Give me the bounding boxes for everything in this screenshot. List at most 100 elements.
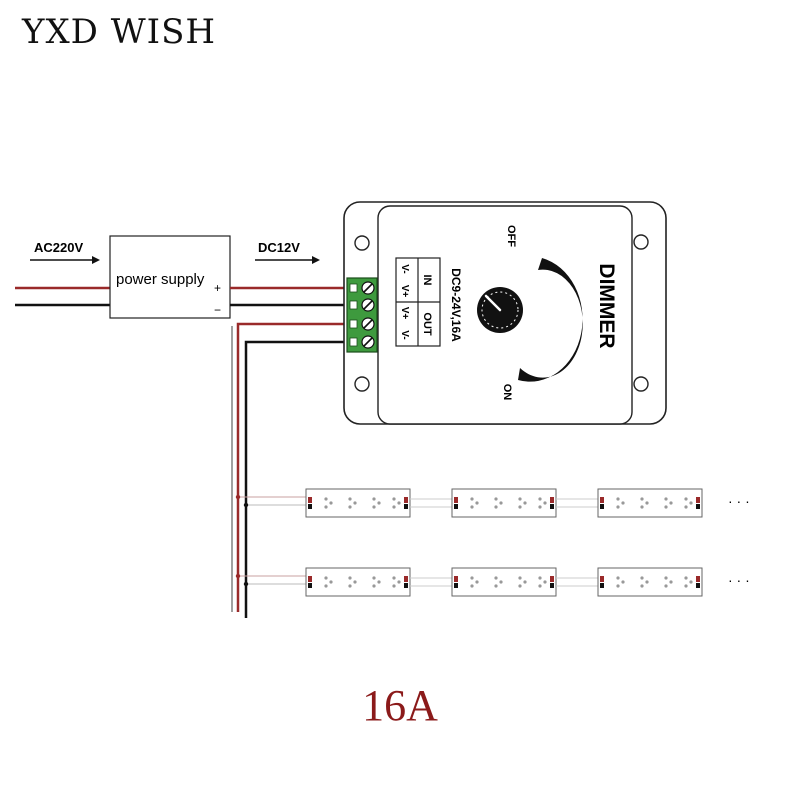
- current-rating-caption: 16A: [362, 681, 438, 730]
- led-dot-icon: [616, 584, 620, 588]
- terminal-screw-icon[interactable]: [361, 298, 375, 312]
- pin-label: V-: [399, 264, 410, 273]
- terminal-screw-icon[interactable]: [361, 317, 375, 331]
- led-dot-icon: [348, 576, 352, 580]
- out-label: OUT: [421, 312, 433, 336]
- led-dot-icon: [499, 501, 503, 505]
- led-dot-icon: [348, 505, 352, 509]
- led-dot-icon: [616, 505, 620, 509]
- led-dot-icon: [640, 576, 644, 580]
- led-dot-icon: [664, 505, 668, 509]
- terminal-screw-icon[interactable]: [361, 281, 375, 295]
- led-dot-icon: [348, 497, 352, 501]
- led-dot-icon: [640, 584, 644, 588]
- led-dot-icon: [684, 497, 688, 501]
- led-strip-module: [597, 567, 703, 597]
- led-dot-icon: [494, 576, 498, 580]
- brand-watermark: YXD WISH: [22, 12, 217, 52]
- led-dot-icon: [523, 580, 527, 584]
- rating-label: DC9-24V,16A: [449, 268, 463, 342]
- led-dot-icon: [392, 584, 396, 588]
- led-strip-module: [305, 567, 411, 597]
- led-dot-icon: [538, 497, 542, 501]
- terminal-slot-icon: [349, 319, 358, 329]
- led-dot-icon: [329, 501, 333, 505]
- led-dot-icon: [353, 501, 357, 505]
- led-dot-icon: [669, 580, 673, 584]
- led-strip-module: [451, 488, 557, 518]
- led-dot-icon: [538, 576, 542, 580]
- led-dot-icon: [616, 576, 620, 580]
- led-strip-row: [235, 567, 703, 597]
- led-dot-icon: [669, 501, 673, 505]
- led-dot-icon: [640, 497, 644, 501]
- power-supply-minus: −: [214, 303, 221, 317]
- led-dot-icon: [372, 584, 376, 588]
- led-dot-icon: [684, 584, 688, 588]
- led-dot-icon: [475, 580, 479, 584]
- led-dot-icon: [470, 584, 474, 588]
- led-dot-icon: [684, 505, 688, 509]
- led-dot-icon: [392, 576, 396, 580]
- led-dot-icon: [392, 497, 396, 501]
- power-supply-label: power supply: [116, 271, 205, 288]
- led-dot-icon: [664, 497, 668, 501]
- led-dot-icon: [621, 580, 625, 584]
- mount-hole-icon: [633, 376, 649, 392]
- dc-output-arrow: [255, 256, 320, 264]
- led-dot-icon: [494, 505, 498, 509]
- out-wire-black: [244, 340, 352, 618]
- led-dot-icon: [538, 584, 542, 588]
- led-dot-icon: [518, 497, 522, 501]
- led-dot-icon: [543, 580, 547, 584]
- led-strip-module: [305, 488, 411, 518]
- led-dot-icon: [329, 580, 333, 584]
- led-dot-icon: [523, 501, 527, 505]
- led-dot-icon: [392, 505, 396, 509]
- led-dot-icon: [470, 497, 474, 501]
- power-supply-plus: +: [214, 281, 221, 295]
- led-dot-icon: [494, 497, 498, 501]
- led-strip-module: [597, 488, 703, 518]
- led-dot-icon: [475, 501, 479, 505]
- led-dot-icon: [616, 497, 620, 501]
- terminal-screw-icon[interactable]: [361, 335, 375, 349]
- led-strip-module: [451, 567, 557, 597]
- dimmer-title: DIMMER: [595, 263, 618, 348]
- led-dot-icon: [494, 584, 498, 588]
- ac-input-label: AC220V: [34, 240, 83, 255]
- dimmer-knob-icon[interactable]: [477, 287, 523, 333]
- strip-continuation: · · ·: [728, 493, 750, 509]
- led-dot-icon: [372, 505, 376, 509]
- led-dot-icon: [348, 584, 352, 588]
- led-dot-icon: [621, 501, 625, 505]
- out-wire-red: [236, 322, 352, 612]
- off-label: OFF: [505, 225, 517, 247]
- mount-hole-icon: [633, 234, 649, 250]
- led-dot-icon: [377, 501, 381, 505]
- mount-hole-icon: [354, 376, 370, 392]
- led-strip-row: [235, 488, 703, 518]
- on-label: ON: [501, 384, 513, 401]
- led-dot-icon: [645, 580, 649, 584]
- terminal-block: [346, 277, 378, 353]
- dc-output-label: DC12V: [258, 240, 300, 255]
- pin-label: V-: [399, 330, 410, 339]
- led-dot-icon: [470, 576, 474, 580]
- terminal-slot-icon: [349, 300, 358, 310]
- pin-label: V+: [399, 307, 410, 320]
- power-supply-box: [109, 235, 231, 319]
- pin-table: IN OUT V- V+ V+ V-: [395, 257, 441, 347]
- led-dot-icon: [689, 580, 693, 584]
- terminal-slot-icon: [349, 283, 358, 293]
- led-dot-icon: [470, 505, 474, 509]
- led-dot-icon: [518, 505, 522, 509]
- mount-hole-icon: [354, 235, 370, 251]
- led-dot-icon: [324, 584, 328, 588]
- led-dot-icon: [538, 505, 542, 509]
- led-dot-icon: [397, 501, 401, 505]
- terminal-slot-icon: [349, 337, 358, 347]
- ac-input-arrow: [30, 256, 100, 264]
